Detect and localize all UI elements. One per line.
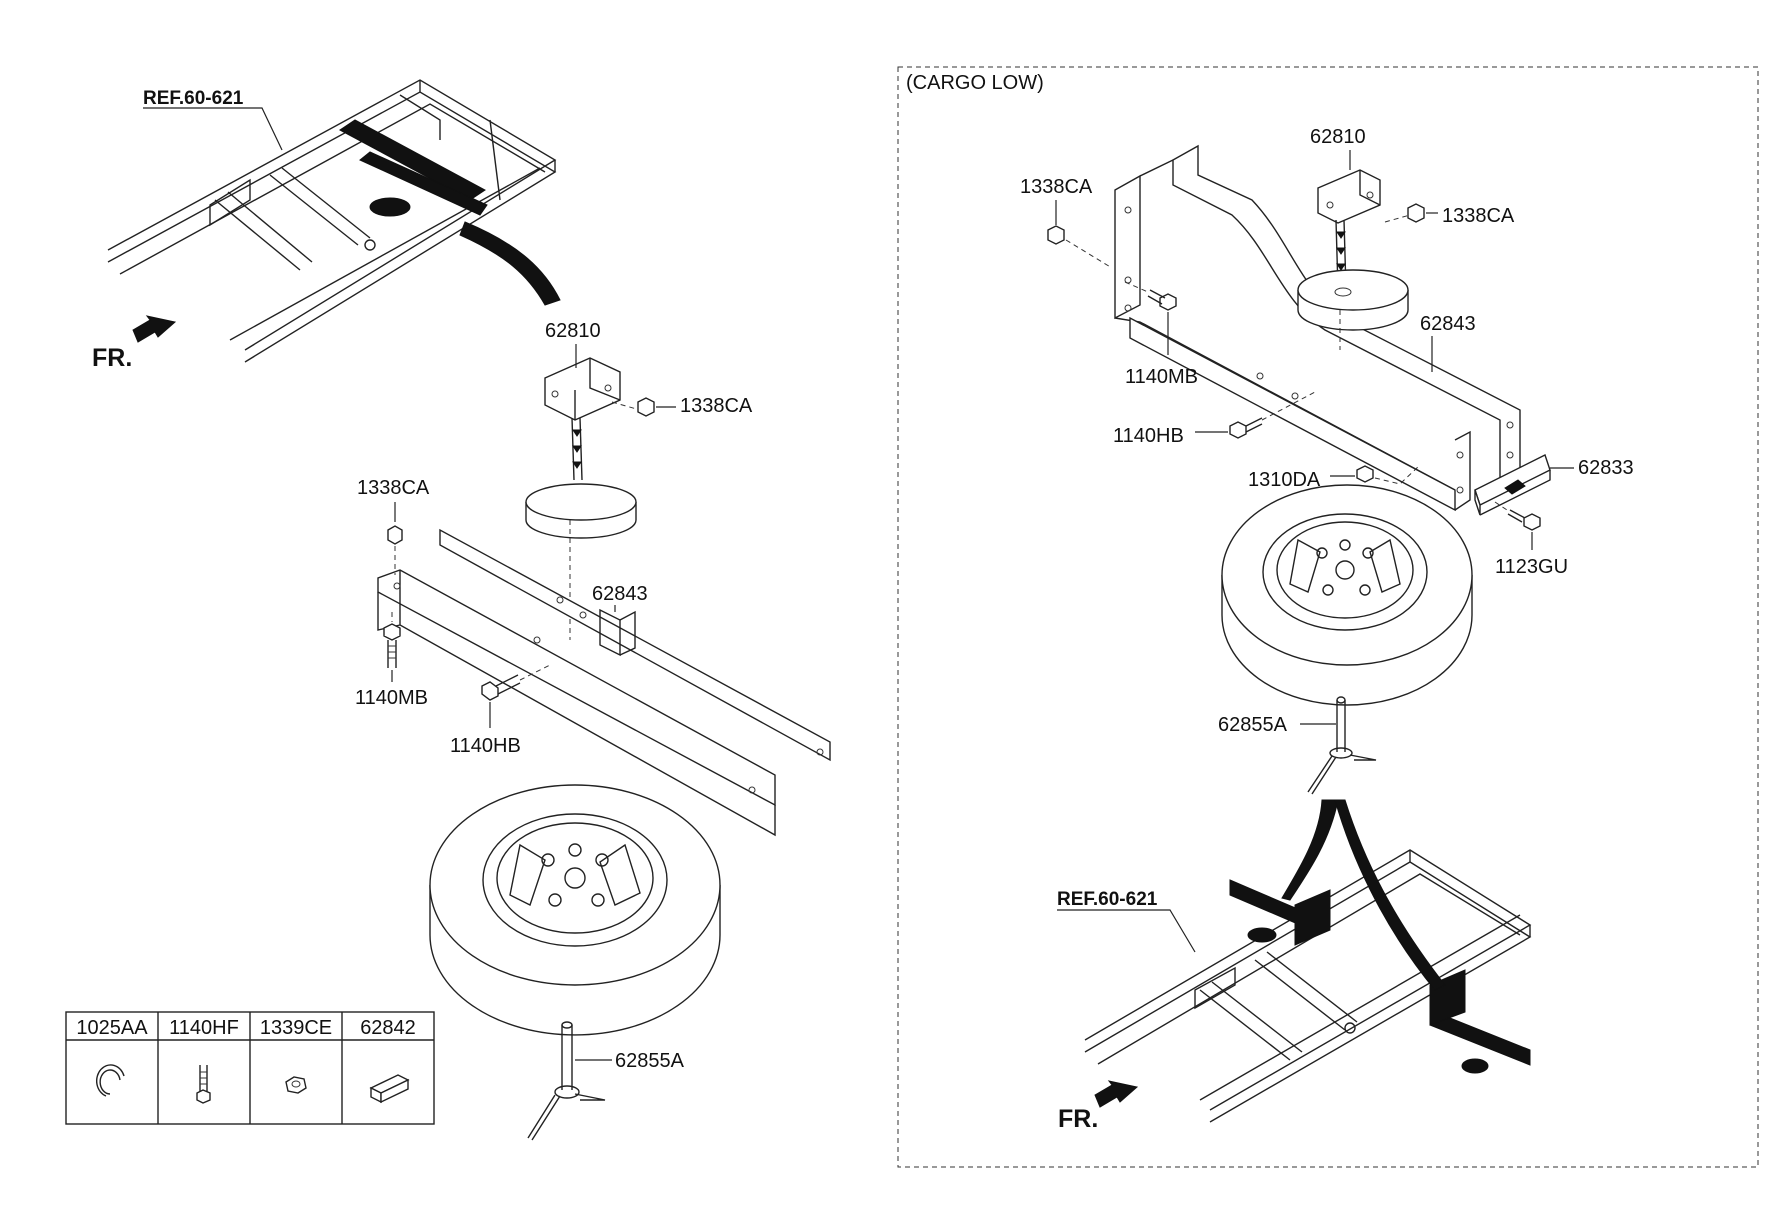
nut-1338ca-left-lower (387, 525, 403, 545)
leader-dash-nut-right (1384, 214, 1411, 223)
clip-icon (99, 1069, 121, 1095)
part-label-62810-left: 62810 (545, 320, 601, 342)
bolt-1140mb-right (1147, 289, 1177, 311)
bolt-icon (196, 1065, 211, 1104)
part-label-62843-right: 62843 (1420, 313, 1476, 335)
parts-legend-table (65, 1011, 435, 1125)
ref-label-right: REF.60-621 (1057, 889, 1158, 910)
part-label-1140mb-left: 1140MB (355, 687, 428, 709)
left-support-rails (377, 528, 831, 837)
legend-header-1339ce: 1339CE (260, 1017, 332, 1039)
part-label-1123gu: 1123GU (1495, 556, 1568, 578)
bolt-1140mb-left (383, 623, 401, 668)
part-label-62855a-right: 62855A (1218, 714, 1288, 736)
nut-icon (285, 1076, 307, 1094)
pin-62855a-left (527, 1021, 606, 1141)
leader-dash-1140mb-right (1124, 281, 1149, 293)
bolt-1123gu (1507, 509, 1541, 531)
bolt-1140hb-right (1229, 417, 1263, 439)
clip-icon-outer (95, 1064, 125, 1097)
pointer-arrow-right-b (1334, 799, 1446, 991)
nut-1310da (1356, 465, 1374, 483)
front-label-left: FR. (92, 344, 132, 372)
ref-label-left: REF.60-621 (143, 88, 244, 109)
part-label-1140hb-left: 1140HB (450, 735, 521, 757)
right-frame-drawing (1084, 849, 1532, 1123)
nut-1338ca-left (637, 397, 655, 417)
part-label-62855a-left: 62855A (615, 1050, 685, 1072)
leader-dash-1140hb-left (519, 664, 551, 681)
leader-dash-nut-left (611, 401, 641, 411)
leader-dash-1338ca-right-left (1065, 239, 1113, 269)
leader-dash-1123gu (1494, 501, 1511, 513)
right-carrier-bracket (1317, 169, 1381, 224)
nut-1338ca-right-left (1047, 225, 1065, 245)
cargo-low-title: (CARGO LOW) (906, 72, 1044, 94)
legend-header-1025aa: 1025AA (76, 1017, 148, 1039)
part-label-62833: 62833 (1578, 457, 1634, 479)
part-label-1140hb-right: 1140HB (1113, 425, 1184, 447)
bolt-1140hb-left (481, 674, 521, 701)
part-label-1338ca-left-upper: 1338CA (680, 395, 753, 417)
part-label-1338ca-left-lower: 1338CA (357, 477, 430, 499)
part-label-1140mb-right: 1140MB (1125, 366, 1198, 388)
plate-left (525, 483, 637, 539)
left-carrier-bracket (544, 357, 621, 421)
part-label-62810-right: 62810 (1310, 126, 1366, 148)
front-arrow-right (1094, 1080, 1139, 1108)
ref-leader-right (1057, 909, 1196, 953)
pin-62855a-right (1307, 696, 1377, 795)
legend-header-1140hf: 1140HF (169, 1017, 239, 1039)
spare-tire-right (1221, 484, 1473, 706)
plate-right (1297, 269, 1409, 331)
ref-leader-left (143, 107, 283, 151)
right-main-bracket (1114, 144, 1521, 512)
plate-62833 (1474, 454, 1551, 516)
pointer-arrow-right-a (1281, 799, 1339, 901)
front-label-right: FR. (1058, 1105, 1098, 1133)
cargo-low-box (897, 66, 1759, 1168)
front-arrow-left (132, 315, 177, 343)
legend-header-62842: 62842 (360, 1017, 416, 1039)
part-label-1310da: 1310DA (1248, 469, 1321, 491)
part-label-62843-left: 62843 (592, 583, 648, 605)
leader-dash-1140hb-right (1261, 391, 1316, 421)
nut-1338ca-right (1407, 203, 1425, 223)
part-label-1338ca-right: 1338CA (1442, 205, 1515, 227)
left-frame-drawing (107, 79, 561, 363)
chain-left (571, 417, 583, 481)
part-label-1338ca-right-left: 1338CA (1020, 176, 1093, 198)
key-icon (369, 1074, 410, 1104)
spare-tire-left (429, 784, 721, 1036)
